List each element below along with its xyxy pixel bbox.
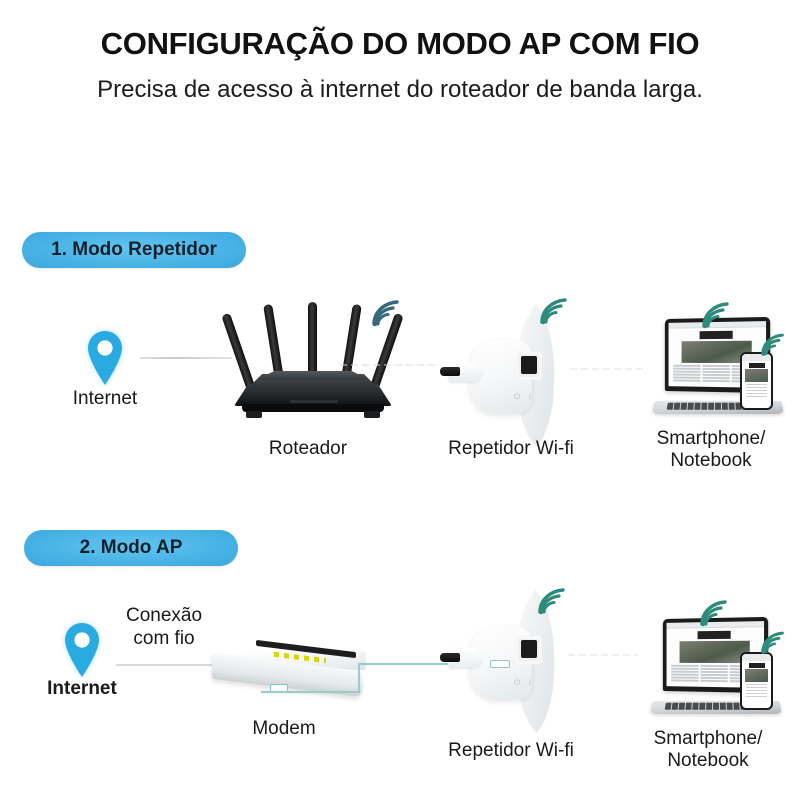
connector-repeater-devices-1 xyxy=(570,368,648,370)
node-label-repeater-1: Repetidor Wi-fi xyxy=(448,438,574,459)
connector-internet-router xyxy=(140,357,232,359)
section-badge-ap-mode[interactable]: 2. Modo AP xyxy=(24,530,238,566)
cable-connector-clip xyxy=(490,660,510,668)
wifi-repeater-icon: ⏻ ⌇ xyxy=(440,582,578,742)
wifi-repeater-icon: ⏻ ⌇ xyxy=(440,296,578,456)
node-label-internet-1: Internet xyxy=(72,388,138,409)
wired-connection-note: Conexão com fio xyxy=(125,605,203,650)
node-label-devices-1: Smartphone/ Notebook xyxy=(656,428,766,471)
smartphone-icon xyxy=(740,652,773,710)
ethernet-port-icon xyxy=(516,636,542,664)
wifi-signal-icon xyxy=(366,296,406,330)
page-title: CONFIGURAÇÃO DO MODO AP COM FIO xyxy=(100,26,700,61)
node-label-devices-2: Smartphone/ Notebook xyxy=(653,728,763,771)
wifi-signal-icon xyxy=(694,596,734,630)
connector-repeater-devices-2 xyxy=(568,654,638,656)
connector-internet-modem xyxy=(116,664,214,666)
node-internet-2: Internet xyxy=(47,622,117,699)
wifi-signal-icon xyxy=(756,628,790,657)
page-header: CONFIGURAÇÃO DO MODO AP COM FIO Precisa … xyxy=(0,0,800,105)
node-label-repeater-2: Repetidor Wi-fi xyxy=(448,740,574,761)
ethernet-port-icon xyxy=(516,352,542,380)
node-label-router: Roteador xyxy=(268,438,348,459)
map-pin-icon xyxy=(62,622,102,678)
section-badge-repeater-mode[interactable]: 1. Modo Repetidor xyxy=(22,232,246,268)
wifi-signal-icon xyxy=(534,294,574,328)
connector-router-repeater xyxy=(340,364,436,366)
node-label-modem: Modem xyxy=(252,718,316,739)
smartphone-icon xyxy=(740,352,773,410)
page-subtitle: Precisa de acesso à internet do roteador… xyxy=(97,76,703,103)
node-label-internet-2: Internet xyxy=(47,678,117,699)
wifi-signal-icon xyxy=(696,298,736,332)
connector-modem-repeater-cable xyxy=(255,650,485,710)
wifi-signal-icon xyxy=(532,584,572,618)
node-internet-1: Internet xyxy=(73,330,137,409)
map-pin-icon xyxy=(85,330,125,386)
wifi-router-icon xyxy=(221,300,404,420)
wifi-signal-icon xyxy=(756,330,790,359)
